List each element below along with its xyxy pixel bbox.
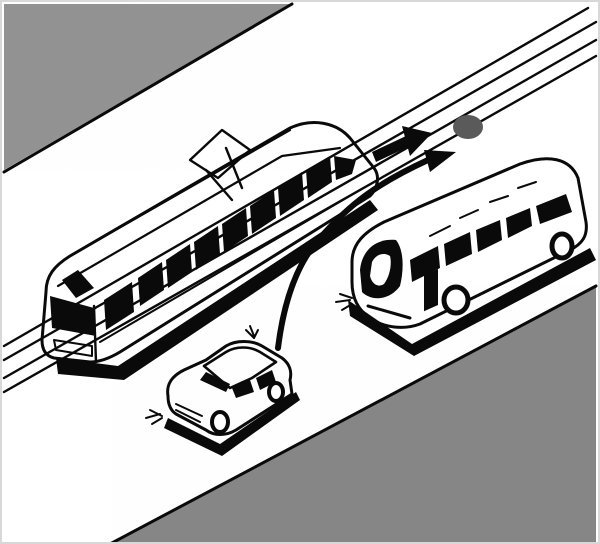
car-wheel-rear bbox=[269, 383, 283, 401]
bus-door bbox=[424, 269, 438, 311]
road-blot bbox=[453, 115, 483, 139]
car-wheel-front bbox=[212, 412, 228, 432]
